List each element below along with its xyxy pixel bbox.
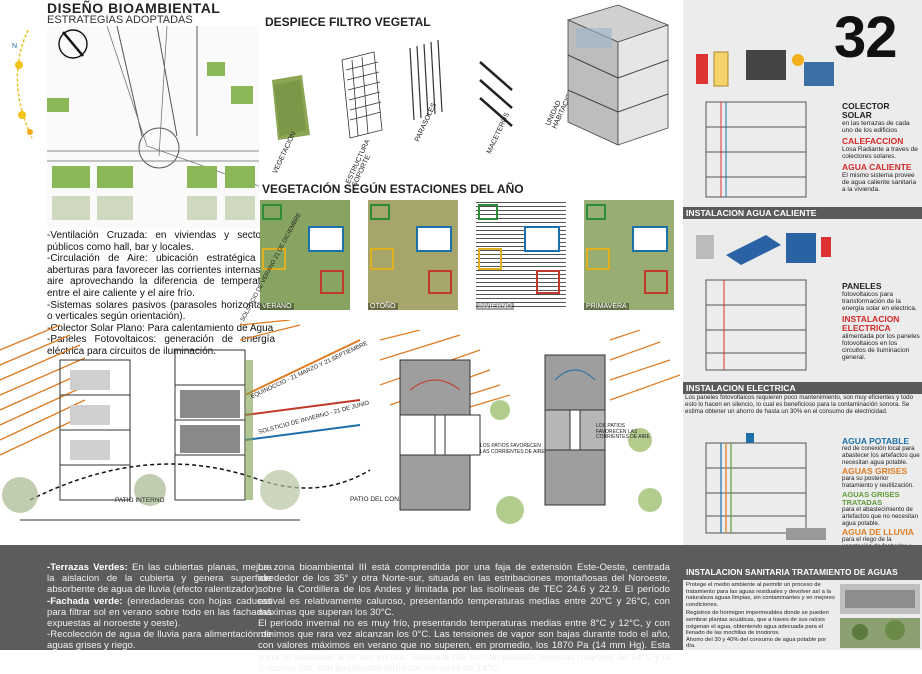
patio-interno-label: PATIO INTERNO — [115, 497, 165, 504]
agua-potable-text: red de conexión local para abastecer los… — [842, 445, 920, 466]
page-title: DISEÑO BIOAMBIENTAL — [47, 0, 221, 16]
fachada-text: (enredaderas con hojas caducas para filt… — [47, 595, 272, 630]
page-subtitle: ESTRATEGIAS ADOPTADAS — [47, 14, 193, 26]
calefaccion-text: Losa Radiante a traves de colectores sol… — [842, 146, 918, 160]
treatment-photo — [840, 584, 920, 648]
patio-conjunto-label: PATIO DEL CONJUNTO — [350, 496, 421, 503]
terrazas-lead: -Terrazas Verdes: — [47, 562, 128, 573]
hot-water-diagram — [696, 50, 834, 198]
season-label: INVIERNO — [476, 303, 514, 310]
agua-caliente-text: El mismo sistema provee de agua caliente… — [842, 172, 917, 193]
season-panel-primavera: PRIMAVERA — [584, 200, 674, 310]
sanitaria-text-3: Ahorro del 30 y 40% del consumo de agua … — [686, 636, 827, 650]
bottom-col2: La zona bioambiental III está comprendid… — [258, 562, 670, 674]
ventilation-plans — [380, 330, 680, 524]
colector-block: COLECTOR SOLAR en las terrazas de cada u… — [842, 101, 920, 194]
patios-note: LOS PATIOS FAVORECEN LAS CORRIENTES DE A… — [596, 423, 650, 440]
sun-icon — [15, 61, 23, 69]
building-section — [0, 320, 371, 521]
zona-paragraph-2: El período invernal no es muy frío, pres… — [258, 618, 670, 674]
paneles-title: PANELES — [842, 281, 882, 291]
site-plan — [47, 26, 259, 228]
strategies-list: -Ventilación Cruzada: en viviendas y sec… — [47, 230, 275, 358]
instalacion-electrica-title: INSTALACION ELECTRICA — [842, 314, 900, 333]
bar-instalacion-sanitaria: INSTALACION SANITARIA TRATAMIENTO DE AGU… — [686, 567, 898, 589]
strategy-item: -Ventilación Cruzada: en viviendas y sec… — [47, 230, 275, 253]
strategy-item: -Circulación de Aire: ubicación estratég… — [47, 253, 275, 299]
fachada-lead: -Fachada verde: — [47, 595, 123, 607]
paneles-text: fotovoltaicos para transformación de la … — [842, 291, 917, 312]
calefaccion-title: CALEFACCION — [842, 136, 904, 146]
agua-potable-title: AGUA POTABLE — [842, 436, 910, 446]
svg-text:N: N — [12, 43, 17, 50]
aguas-grises-tratadas-text: para el abastecimiento de artefactos que… — [842, 505, 919, 527]
agua-lluvia-title: AGUA DE LLUVIA — [842, 527, 914, 538]
sheet-number: 32 — [834, 5, 898, 70]
bar-instalacion-electrica: INSTALACION ELECTRICA — [683, 382, 922, 394]
filter-heading: DESPIECE FILTRO VEGETAL — [265, 15, 431, 29]
patios-note: LOS PATIOS FAVORECEN LAS CORRIENTES DE A… — [480, 443, 545, 455]
electrica-text: Los paneles fotovoltaicos requieren poco… — [685, 394, 914, 416]
sanitary-diagram — [705, 433, 826, 540]
season-label: PRIMAVERA — [584, 303, 629, 310]
filter-exploded-diagram — [272, 40, 513, 140]
aguas-grises-tratadas-title: AGUAS GRISES TRATADAS — [842, 489, 900, 507]
sanitaria-text-2: Registros de hormigon impermeables donde… — [686, 610, 829, 637]
season-panel-otono: OTOÑO — [368, 200, 458, 310]
sanitaria-block: AGUA POTABLE red de conexión local para … — [842, 437, 920, 558]
housing-unit-iso — [566, 4, 670, 146]
strategy-item: -Paneles Fotovoltaicos: generación de en… — [47, 334, 275, 357]
sun-path-diagram: N — [12, 29, 33, 139]
seasons-heading: VEGETACIÓN SEGÚN ESTACIONES DEL AÑO — [262, 182, 524, 196]
instalacion-electrica-text: alimentada por los paneles fotovoltaicos… — [842, 333, 920, 361]
season-panel-invierno: INVIERNO — [476, 200, 566, 310]
sanitaria-text-1: Protege el medio ambiente al permitir un… — [686, 582, 835, 608]
agua-caliente-title: AGUA CALIENTE — [842, 162, 912, 172]
strategy-item: -Sistemas solares pasivos (parasoles hor… — [47, 299, 275, 323]
strategy-item: -Colector Solar Plano: Para calentamient… — [47, 322, 274, 334]
electric-diagram — [696, 233, 831, 371]
season-label: OTOÑO — [368, 303, 398, 310]
colector-text: en las terrazas de cada uno de los edifi… — [842, 120, 910, 134]
paneles-block: PANELES fotovoltaicos para transformació… — [842, 281, 920, 362]
bar-agua-caliente: INSTALACION AGUA CALIENTE — [683, 207, 922, 219]
bottom-col1: -Terrazas Verdes: En las cubiertas plana… — [47, 562, 272, 652]
sanitaria-text: Protege el medio ambiente al permitir un… — [686, 582, 836, 650]
colector-title: COLECTOR SOLAR — [842, 101, 890, 120]
zona-paragraph-1: La zona bioambiental III está comprendid… — [258, 562, 670, 618]
recoleccion-text: -Recolección de agua de lluvia para alim… — [47, 629, 272, 652]
terrazas-text: En las cubiertas planas, mejora la aisla… — [47, 562, 273, 596]
season-label: VERANO — [260, 303, 294, 310]
sun-icon — [18, 111, 26, 119]
season-panel-verano: VERANO — [260, 200, 350, 310]
aguas-grises-text: para su posterior tratamiento y reutiliz… — [842, 475, 914, 490]
aguas-grises-title: AGUAS GRISES — [842, 466, 908, 477]
installations-column — [683, 0, 922, 545]
